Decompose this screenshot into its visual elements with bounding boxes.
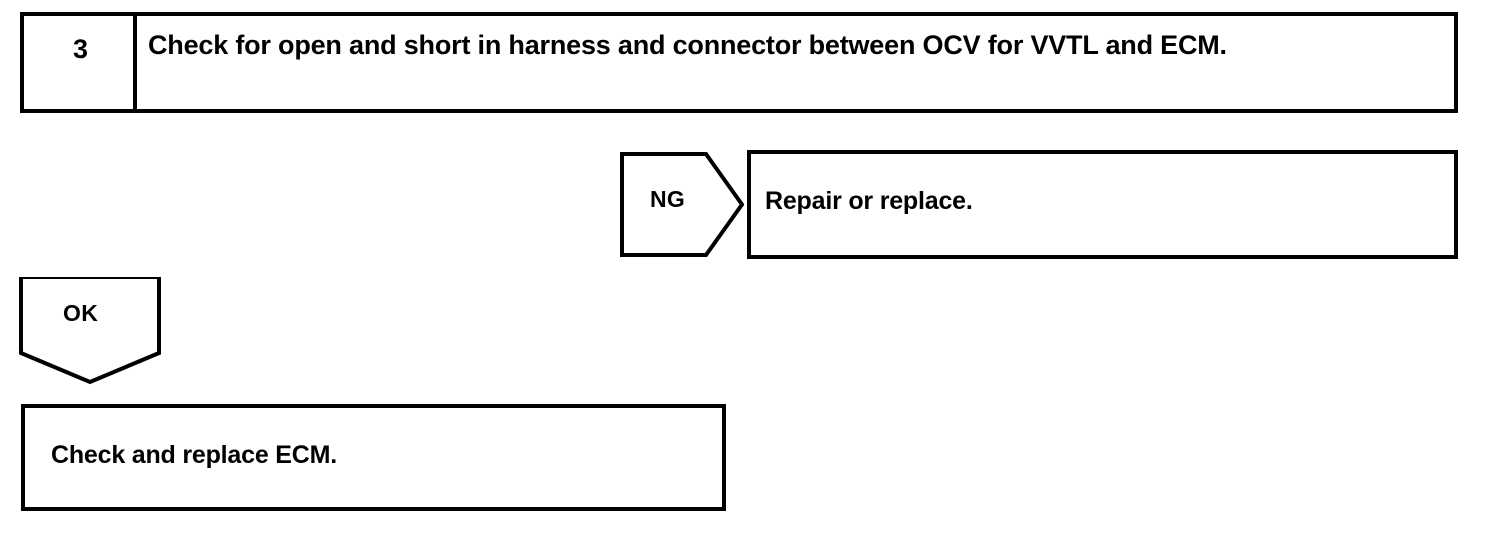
step-number-cell: 3 [24,16,137,109]
step-number: 3 [72,34,89,64]
ok-branch-label: OK [63,300,99,326]
ng-result-box: Repair or replace. [747,150,1458,259]
ok-branch-arrow-icon [19,277,161,385]
ng-branch-arrow-icon [620,152,744,257]
ok-result-box: Check and replace ECM. [21,404,726,511]
ng-branch-label: NG [650,186,686,212]
ok-result-text: Check and replace ECM. [51,441,337,469]
ng-result-text: Repair or replace. [765,187,973,215]
step-row: 3 Check for open and short in harness an… [20,12,1458,113]
step-instruction-text: Check for open and short in harness and … [148,30,1227,60]
